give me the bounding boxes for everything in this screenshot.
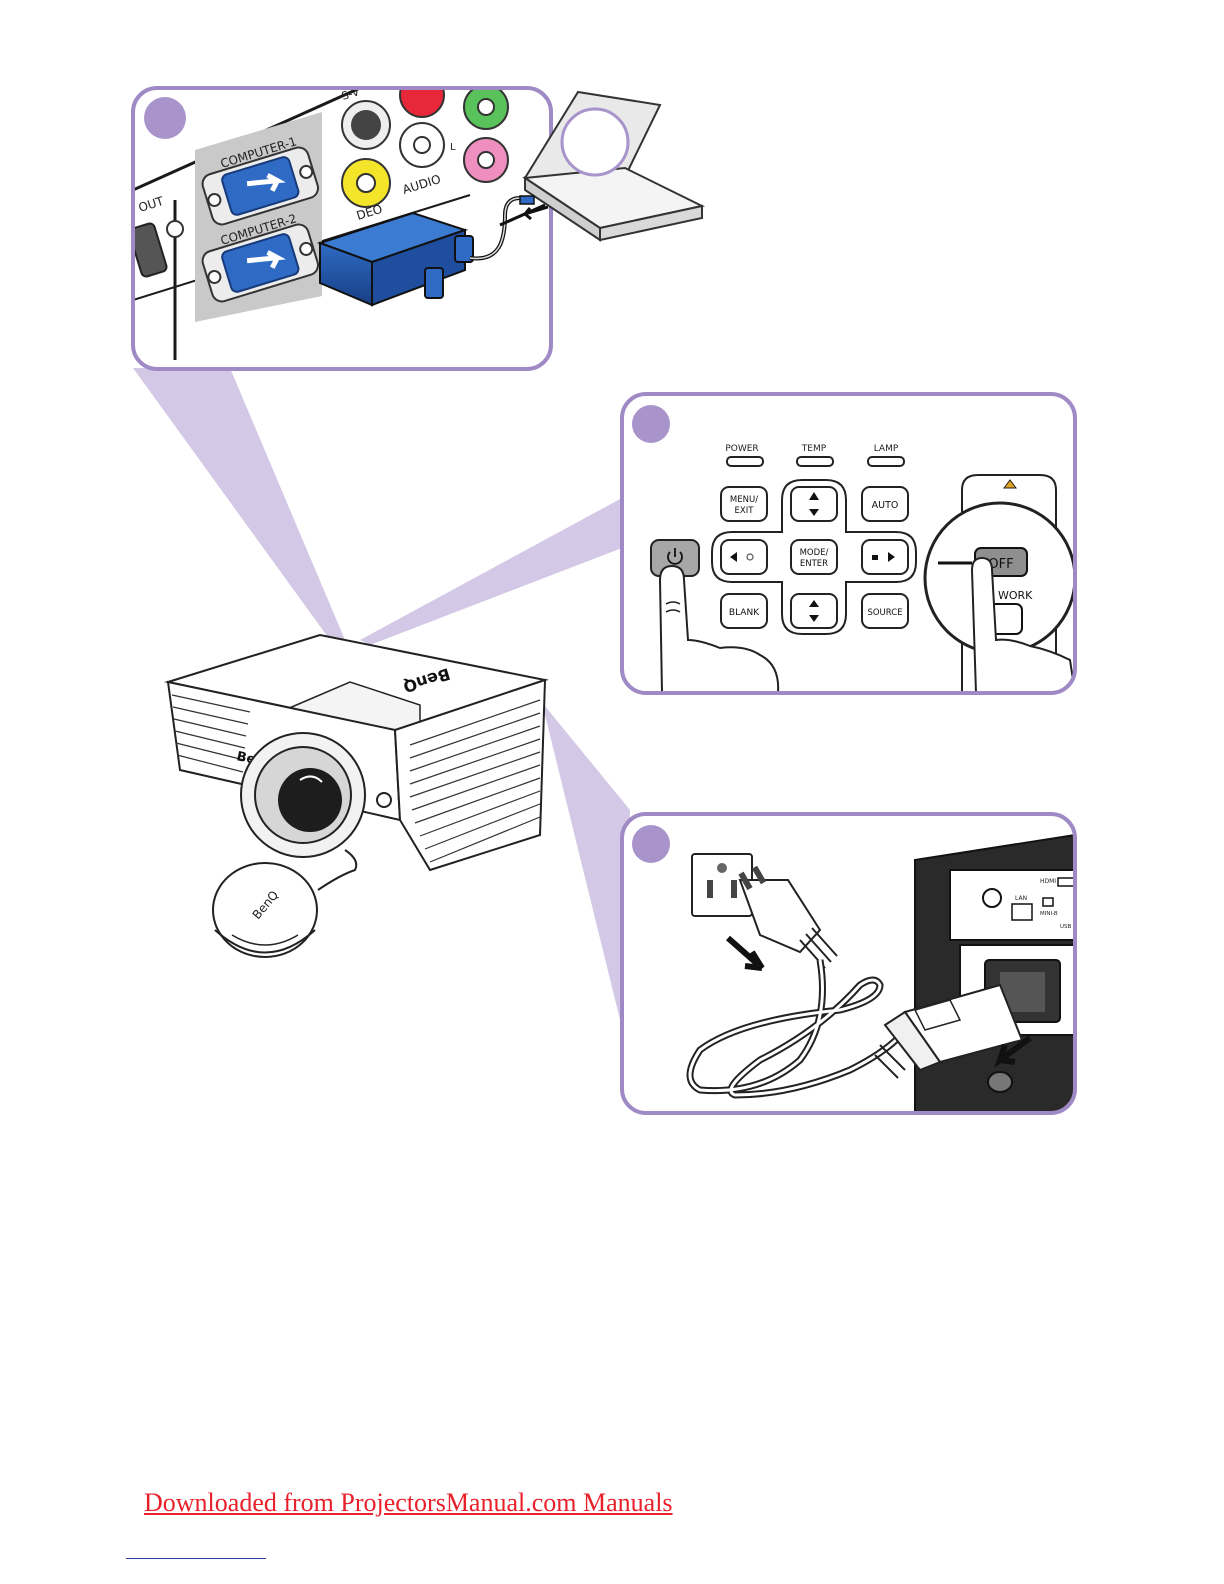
step-marker-1 [144, 97, 186, 139]
source-key-label: SOURCE [867, 608, 902, 618]
indicator-label-power: POWER [725, 444, 758, 454]
mode-key-label-bottom: ENTER [800, 559, 828, 569]
panel-connect: OUT COMPUTER-1 COMPUTER-2 S-V [128, 73, 560, 369]
beam-plug [540, 700, 630, 1040]
label-mini-b: MINI-B [1040, 911, 1058, 917]
auto-key-label: AUTO [872, 500, 899, 511]
menu-key-label-bottom: EXIT [735, 506, 755, 516]
auto-key[interactable]: AUTO [862, 487, 908, 521]
menu-exit-key[interactable]: MENU/ EXIT [721, 487, 767, 521]
indicator-label-lamp: LAMP [874, 444, 899, 454]
remote-work-label: WORK [998, 589, 1033, 602]
beam-power [360, 498, 622, 645]
step-marker-2 [632, 405, 670, 443]
mode-key-label-top: MODE/ [800, 548, 829, 558]
indicator-label-temp: TEMP [801, 444, 827, 454]
label-hdmi: HDMI [1040, 878, 1056, 885]
panel-power: POWER TEMP LAMP MENU/ EXIT AUTO [622, 394, 1075, 693]
label-audio-l: L [450, 142, 456, 153]
footer-download-link[interactable]: Downloaded from ProjectorsManual.com Man… [144, 1488, 673, 1518]
up-key[interactable] [791, 487, 837, 521]
blank-key[interactable]: BLANK [721, 594, 767, 628]
mode-enter-key[interactable]: MODE/ ENTER [791, 540, 837, 574]
step-marker-3 [632, 825, 670, 863]
panel-plug: HDMI LAN MINI-B USB [622, 814, 1080, 1113]
left-key[interactable] [721, 540, 767, 574]
footer-divider [126, 1558, 266, 1559]
beam-connect [133, 368, 345, 640]
projector-foot [988, 1072, 1012, 1092]
down-key[interactable] [791, 594, 837, 628]
blank-key-label: BLANK [729, 608, 760, 618]
lock-icon [872, 555, 878, 560]
label-usb: USB [1060, 924, 1072, 930]
menu-key-label-top: MENU/ [730, 495, 758, 505]
laptop-callout-circle [562, 109, 628, 175]
source-key[interactable]: SOURCE [862, 594, 908, 628]
right-key[interactable] [862, 540, 908, 574]
projector: BenQ BenQ BenQ [168, 635, 545, 957]
label-lan: LAN [1015, 895, 1027, 902]
